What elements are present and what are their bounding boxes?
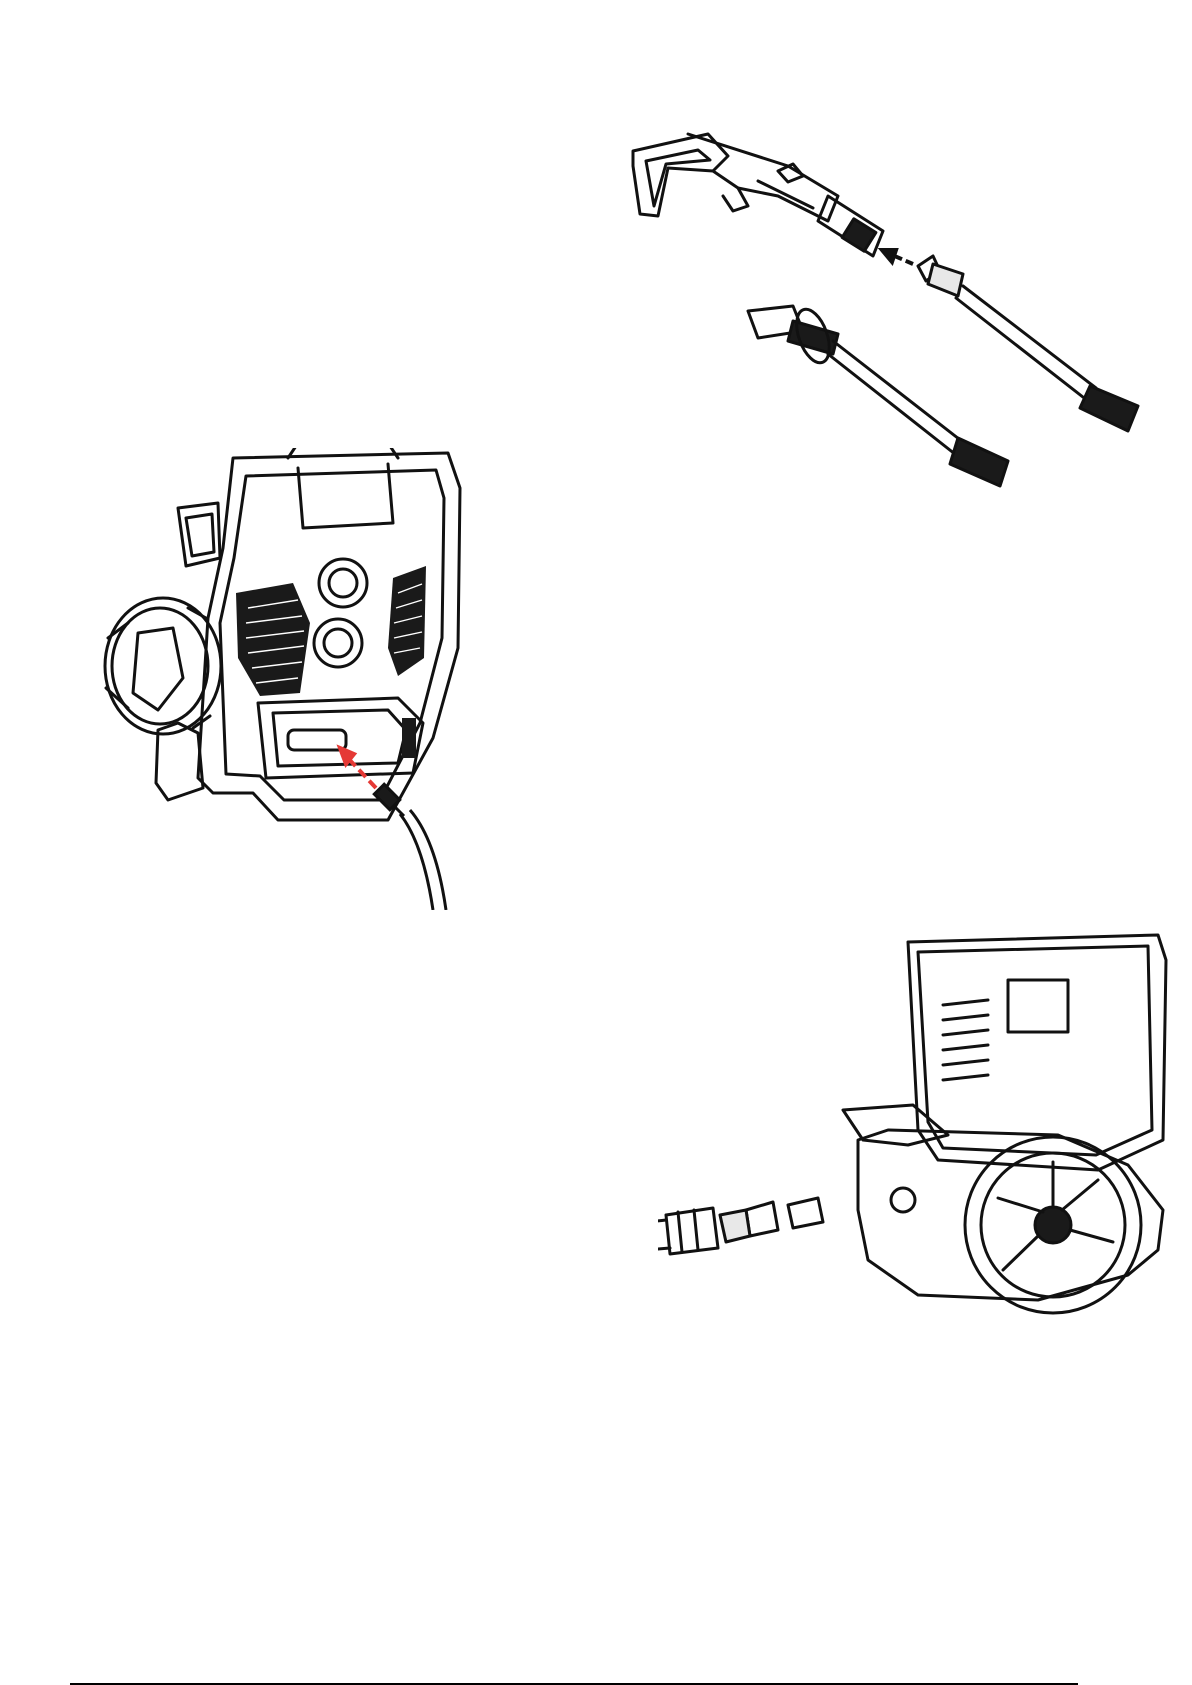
spray-gun-icon [628, 126, 1150, 522]
spray-gun-lance-illustration [628, 126, 1150, 522]
pressure-washer-front-icon [88, 448, 473, 910]
pressure-washer-front-illustration [88, 448, 473, 910]
pressure-washer-rear-icon [658, 930, 1168, 1324]
pressure-washer-rear-illustration [658, 930, 1168, 1324]
